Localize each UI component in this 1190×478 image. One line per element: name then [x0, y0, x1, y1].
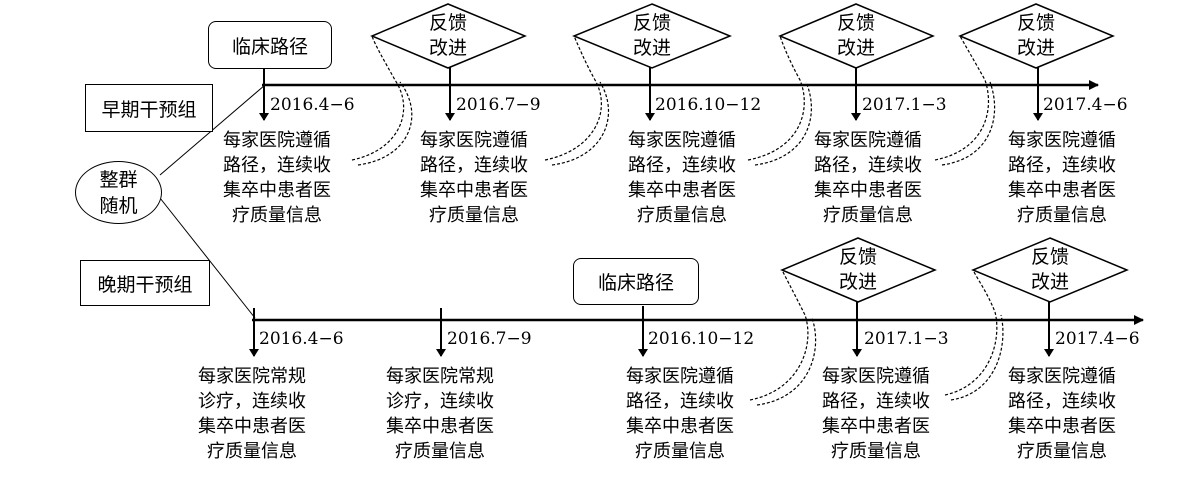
feedback-loop-arrow	[544, 35, 602, 161]
early-period-description: 每家医院遵循路径，连续收集卒中患者医疗质量信息	[628, 130, 736, 226]
clinical-pathway-label: 临床路径	[597, 272, 674, 294]
late-period-label: 2016.4−6	[259, 329, 344, 349]
feedback-label: 反馈改进	[632, 12, 671, 59]
feedback-loop-arrow	[950, 314, 1004, 401]
late-period-label: 2017.4−6	[1055, 329, 1140, 349]
early-period-description: 每家医院遵循路径，连续收集卒中患者医疗质量信息	[223, 130, 331, 226]
randomize-label-2: 随机	[99, 194, 138, 217]
feedback-loop-arrow	[944, 269, 998, 396]
early-period-label: 2016.10−12	[655, 95, 762, 115]
feedback-label: 反馈改进	[428, 12, 467, 59]
randomize-label-1: 整群	[99, 168, 138, 191]
feedback-label: 反馈改进	[838, 246, 877, 293]
late-period-description: 每家医院常规诊疗，连续收集卒中患者医疗质量信息	[198, 366, 306, 462]
feedback-label: 反馈改进	[1016, 12, 1055, 59]
early-period-description: 每家医院遵循路径，连续收集卒中患者医疗质量信息	[420, 130, 528, 226]
clinical-pathway-box-early: 临床路径	[208, 21, 332, 69]
early-group-box: 早期干预组	[85, 84, 213, 132]
feedback-diamond	[780, 237, 937, 303]
feedback-diamond	[572, 3, 732, 69]
feedback-loop-arrow	[754, 81, 812, 166]
clinical-pathway-label: 临床路径	[231, 35, 308, 58]
late-period-description: 每家医院遵循路径，连续收集卒中患者医疗质量信息	[626, 366, 734, 462]
late-group-label: 晚期干预组	[97, 273, 193, 296]
clinical-pathway-box-late: 临床路径	[573, 258, 699, 305]
early-group-label: 早期干预组	[101, 98, 197, 121]
feedback-loop-arrow	[749, 269, 809, 401]
feedback-loop-arrow	[551, 81, 609, 166]
late-period-description: 每家医院常规诊疗，连续收集卒中患者医疗质量信息	[386, 366, 494, 462]
early-period-label: 2017.4−6	[1043, 95, 1128, 115]
early-period-label: 2017.1−3	[862, 95, 947, 115]
feedback-diamond	[370, 3, 527, 69]
feedback-loop-arrow	[747, 35, 805, 161]
early-period-description: 每家医院遵循路径，连续收集卒中患者医疗质量信息	[1008, 130, 1116, 226]
feedback-diamond	[971, 237, 1129, 303]
feedback-loop-arrow	[756, 317, 817, 406]
late-group-box: 晚期干预组	[80, 260, 210, 306]
early-period-description: 每家医院遵循路径，连续收集卒中患者医疗质量信息	[814, 130, 922, 226]
randomize-ellipse: 整群 随机	[75, 161, 162, 224]
feedback-loop-arrow	[941, 81, 996, 166]
feedback-label: 反馈改进	[1030, 246, 1069, 293]
late-period-description: 每家医院遵循路径，连续收集卒中患者医疗质量信息	[822, 366, 930, 462]
feedback-label: 反馈改进	[836, 12, 875, 59]
feedback-loop-arrow	[934, 35, 990, 161]
late-period-label: 2016.10−12	[648, 329, 755, 349]
early-period-label: 2016.7−9	[456, 95, 541, 115]
late-period-label: 2017.1−3	[864, 329, 949, 349]
feedback-diamond	[958, 3, 1115, 69]
feedback-loop-arrow	[351, 35, 405, 161]
early-period-label: 2016.4−6	[270, 95, 355, 115]
feedback-loop-arrow	[357, 81, 413, 166]
feedback-diamond	[778, 3, 935, 69]
late-period-label: 2016.7−9	[447, 329, 532, 349]
randomize-connector-late	[159, 197, 256, 319]
late-period-description: 每家医院遵循路径，连续收集卒中患者医疗质量信息	[1008, 366, 1116, 462]
